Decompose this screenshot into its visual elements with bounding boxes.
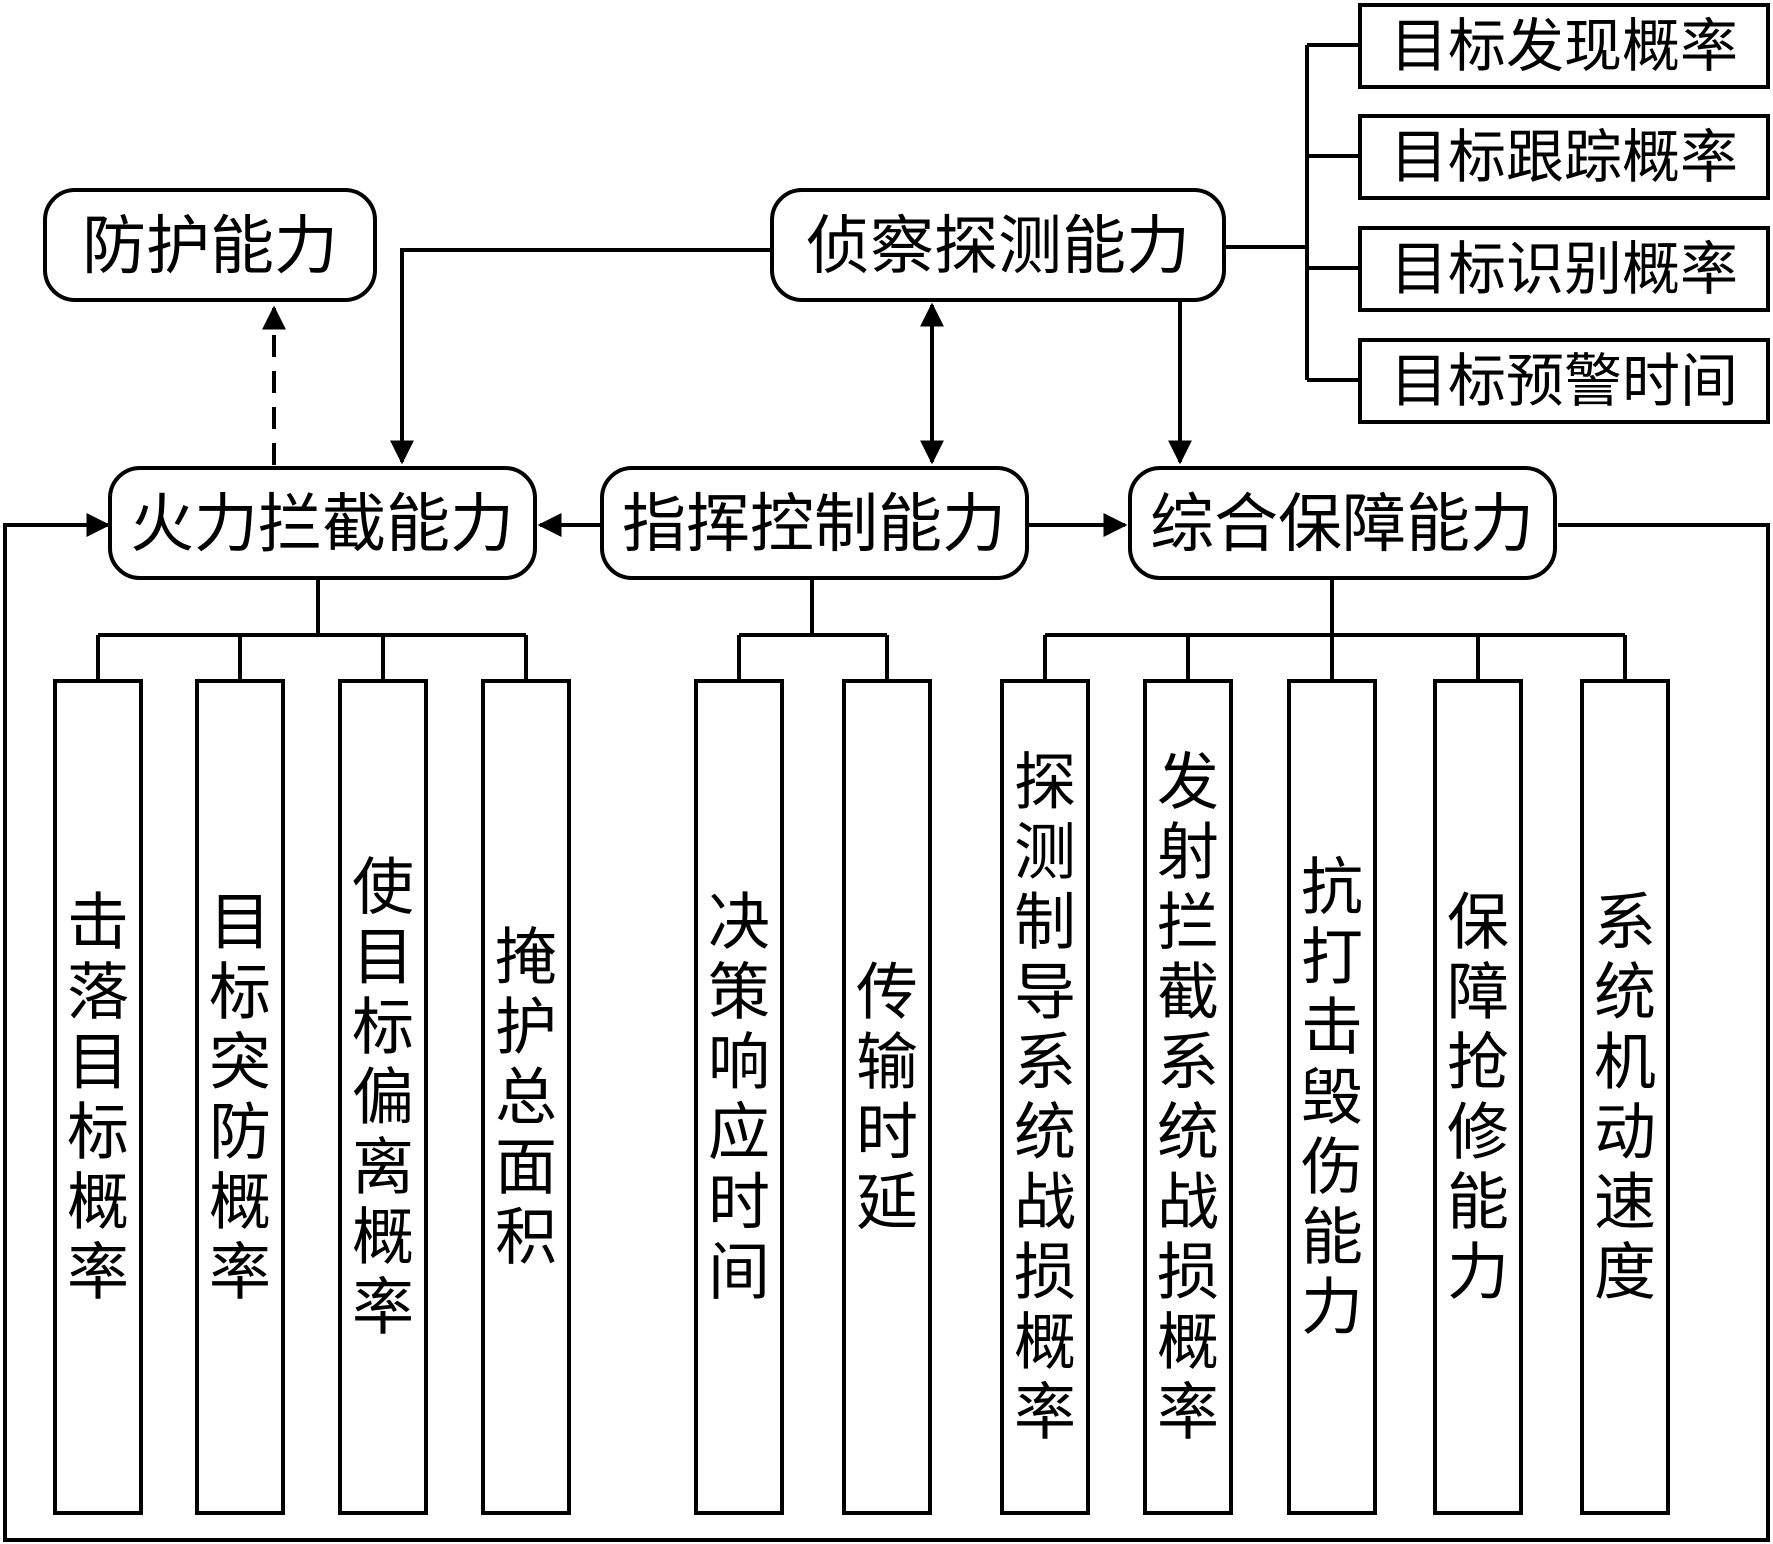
recon-to-fire-arrow bbox=[390, 248, 772, 465]
node-recon-label: 侦察探测能力 bbox=[806, 210, 1190, 284]
command-indicator-label: 决策响应时间 bbox=[708, 886, 770, 1309]
recon-indicator-label: 目标跟踪概率 bbox=[1390, 123, 1738, 191]
fire-indicator-label: 击落目标概率 bbox=[67, 886, 129, 1309]
recon-indicator-label: 目标预警时间 bbox=[1390, 347, 1738, 415]
node-command-label: 指挥控制能力 bbox=[622, 488, 1006, 562]
fire-indicator: 使目标偏离概率 bbox=[338, 679, 428, 1515]
support-indicator-label: 系统机动速度 bbox=[1594, 886, 1656, 1309]
node-defense-label: 防护能力 bbox=[82, 210, 338, 284]
support-indicator-label: 抗打击毁伤能力 bbox=[1301, 851, 1363, 1344]
fire-indicator-label: 目标突防概率 bbox=[209, 886, 271, 1309]
support-indicator: 抗打击毁伤能力 bbox=[1287, 679, 1377, 1515]
recon-indicator-label: 目标识别概率 bbox=[1390, 235, 1738, 303]
support-indicator: 系统机动速度 bbox=[1580, 679, 1670, 1515]
node-support-label: 综合保障能力 bbox=[1150, 488, 1534, 562]
node-support: 综合保障能力 bbox=[1128, 466, 1557, 580]
command-indicator-label: 传输时延 bbox=[856, 956, 918, 1239]
node-fire-label: 火力拦截能力 bbox=[130, 488, 514, 562]
recon-indicator-label: 目标发现概率 bbox=[1390, 12, 1738, 80]
fire-indicator-label: 使目标偏离概率 bbox=[352, 851, 414, 1344]
support-indicator-label: 探测制导系统战损概率 bbox=[1014, 746, 1076, 1449]
fire-indicator: 掩护总面积 bbox=[481, 679, 571, 1515]
command-indicator: 传输时延 bbox=[842, 679, 932, 1515]
support-indicator-label: 保障抢修能力 bbox=[1447, 886, 1509, 1309]
recon-indicator: 目标发现概率 bbox=[1358, 3, 1770, 89]
fire-indicator: 击落目标概率 bbox=[53, 679, 143, 1515]
support-to-fire-loop-arrow bbox=[3, 513, 1770, 1542]
vertical-indicators: 击落目标概率 目标突防概率 使目标偏离概率 掩护总面积 决策响应时间 传输时延 探测制导系统… bbox=[53, 679, 1670, 1515]
recon-indicator: 目标预警时间 bbox=[1358, 338, 1770, 424]
support-indicator: 探测制导系统战损概率 bbox=[1000, 679, 1090, 1515]
node-fire: 火力拦截能力 bbox=[108, 466, 537, 580]
recon-indicator: 目标识别概率 bbox=[1358, 226, 1770, 312]
support-indicator-label: 发射拦截系统战损概率 bbox=[1157, 746, 1219, 1449]
support-indicator: 发射拦截系统战损概率 bbox=[1143, 679, 1233, 1515]
node-defense: 防护能力 bbox=[43, 188, 377, 302]
node-command: 指挥控制能力 bbox=[600, 466, 1029, 580]
command-indicator: 决策响应时间 bbox=[694, 679, 784, 1515]
support-indicator: 保障抢修能力 bbox=[1433, 679, 1523, 1515]
recon-indicator: 目标跟踪概率 bbox=[1358, 114, 1770, 200]
fire-indicator-label: 掩护总面积 bbox=[495, 921, 557, 1274]
connector-lines bbox=[3, 43, 1770, 1542]
node-recon: 侦察探测能力 bbox=[770, 188, 1226, 302]
fire-indicator: 目标突防概率 bbox=[195, 679, 285, 1515]
